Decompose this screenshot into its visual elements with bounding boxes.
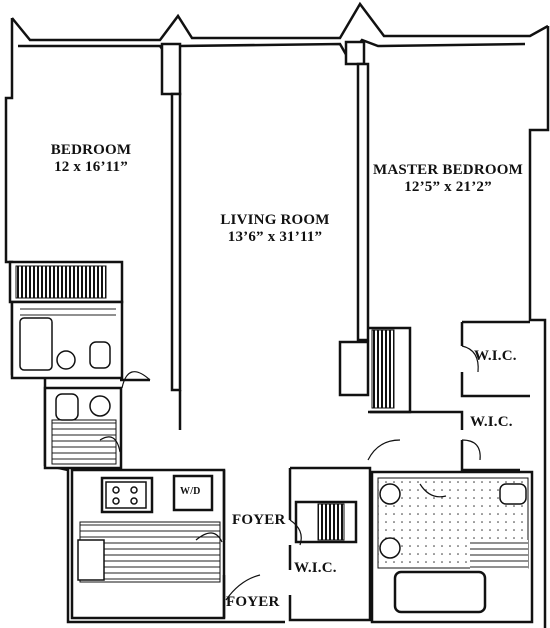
- bedroom-closet-rods: [15, 265, 107, 299]
- column-left: [160, 42, 182, 96]
- bath-1-tub: [19, 317, 53, 371]
- label-wic-2: W.I.C.: [470, 414, 513, 431]
- wall-bedroom-living: [170, 92, 182, 392]
- label-foyer-2: FOYER: [226, 594, 280, 611]
- master-toilet: [499, 483, 527, 505]
- bath-1-sink: [56, 350, 76, 370]
- label-wic-3: W.I.C.: [294, 560, 337, 577]
- room-dims-living-room: 13’6” x 31’11”: [227, 229, 323, 246]
- label-wic-1: W.I.C.: [474, 348, 517, 365]
- door-entry: [225, 574, 261, 601]
- door-kitchen: [195, 532, 223, 543]
- label-bedroom: BEDROOM 12 x 16’11”: [36, 142, 146, 177]
- door-foyer-wic: [289, 519, 302, 546]
- room-name-foyer-2: FOYER: [226, 594, 280, 610]
- room-name-master-bedroom: MASTER BEDROOM: [373, 162, 523, 178]
- wall-living-master: [356, 62, 370, 342]
- bath-1-toilet: [89, 341, 111, 369]
- door-wic-2: [461, 439, 481, 461]
- bath-2-toilet: [55, 393, 79, 421]
- washer-dryer-box: [172, 474, 214, 512]
- master-closet-rods: [371, 329, 395, 409]
- foyer-closet-rods: [317, 503, 345, 541]
- fixture-washer-dryer: W/D: [180, 486, 201, 497]
- door-master-bath: [419, 483, 447, 498]
- room-name-foyer-1: FOYER: [232, 512, 286, 528]
- label-foyer-1: FOYER: [232, 512, 286, 529]
- exterior-wall-top-inner: [18, 38, 526, 63]
- room-name-bedroom: BEDROOM: [50, 142, 132, 158]
- door-wic-1: [461, 345, 479, 373]
- door-master: [367, 439, 401, 461]
- door-bedroom: [121, 371, 151, 389]
- label-washer-dryer: W/D: [180, 486, 201, 498]
- label-living-room: LIVING ROOM 13’6” x 31’11”: [200, 212, 350, 247]
- room-name-wic-3: W.I.C.: [294, 560, 337, 576]
- room-name-wic-1: W.I.C.: [474, 348, 517, 364]
- room-name-living-room: LIVING ROOM: [220, 212, 330, 228]
- room-dims-master-bedroom: 12’5” x 21’2”: [404, 179, 492, 196]
- exterior-wall-top: [11, 1, 549, 42]
- room-name-wic-2: W.I.C.: [470, 414, 513, 430]
- door-bath-2: [99, 436, 121, 453]
- fridge: [77, 539, 105, 581]
- column-right: [344, 40, 366, 66]
- exterior-wall-right: [528, 26, 550, 628]
- room-dims-bedroom: 12 x 16’11”: [54, 159, 128, 176]
- stove: [105, 481, 147, 509]
- tub: [393, 570, 487, 614]
- master-sink-1: [379, 483, 401, 505]
- master-sink-2: [379, 537, 401, 559]
- label-master-bedroom: MASTER BEDROOM 12’5” x 21’2”: [368, 162, 528, 197]
- bath-2-sink: [89, 395, 111, 417]
